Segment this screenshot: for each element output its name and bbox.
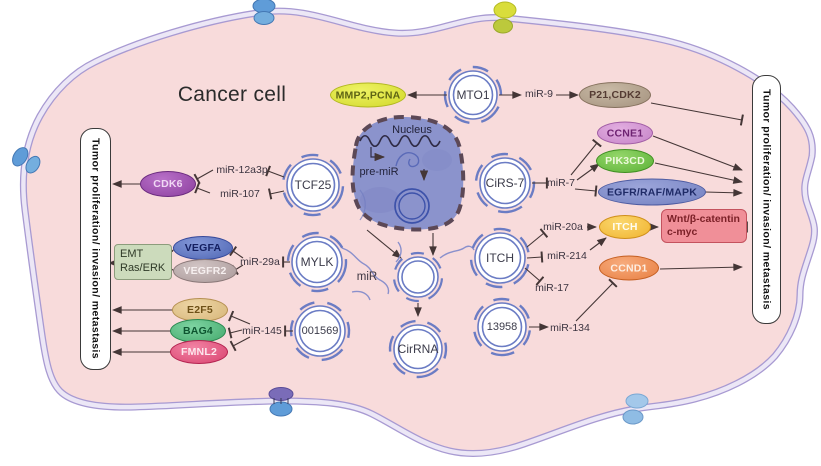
target-mmp2-pcna: MMP2,PCNA (330, 82, 406, 108)
nucleus-label: Nucleus (392, 124, 432, 136)
mir-7-label: miR-7 (547, 177, 575, 189)
mir-134-label: miR-134 (550, 322, 590, 334)
circle-mir-processing-icon (392, 251, 444, 303)
mir-29a-label: miR-29a (240, 256, 280, 268)
pre-mir-circle-icon (394, 188, 430, 224)
outcome-box-left: Tumor proliferation/ invasion/ metastasi… (80, 128, 111, 370)
target-ccnd1: CCND1 (599, 255, 659, 281)
membrane-protein-bottom-purple-icon (268, 387, 294, 417)
mir-17-label: miR-17 (535, 282, 569, 294)
circrna-001569-label: 001569 (301, 325, 339, 337)
circle-cirrna-icon (388, 319, 448, 379)
emt-line1: EMT (120, 248, 144, 260)
target-pik3cd: PIK3CD (596, 149, 654, 173)
mir-107-label: miR-107 (220, 188, 260, 200)
target-egfr-raf-mapk: EGFR/RAF/MAPK (598, 178, 706, 206)
membrane-protein-top-blue-icon (252, 0, 276, 25)
target-vegfa: VEGFA (173, 236, 233, 260)
target-fmnl2: FMNL2 (170, 340, 228, 364)
pathway-arrows (108, 91, 748, 356)
nucleus-shape (350, 114, 466, 232)
target-cdk6: CDK6 (140, 171, 196, 197)
membrane-protein-bottom-blue-icon (622, 393, 649, 425)
outcome-box-right: Tumor proliferation/ invasion/ metastasi… (752, 75, 781, 324)
wnt-cmyc-box: Wnt/β-catentin c-myc (661, 209, 747, 244)
circle-mylk-icon (286, 231, 348, 293)
circrna-tcf25-label: TCF25 (294, 178, 332, 192)
wnt-line1: Wnt/β-catentin (667, 213, 740, 225)
membrane-protein-top-yellow-icon (493, 1, 517, 34)
mir-12a3p-label: miR-12a3p (216, 164, 268, 176)
target-p21-cdk2: P21,CDK2 (579, 82, 651, 108)
cell-title: Cancer cell (177, 83, 287, 106)
wnt-line2: c-myc (667, 226, 698, 239)
target-itch: ITCH (599, 215, 651, 239)
dna-squiggle-icon (359, 134, 441, 148)
emt-line2: Ras/ERK (120, 261, 166, 274)
pre-mir-squiggle-icon (395, 152, 420, 168)
circrna-cirs7-label: CiRS-7 (485, 176, 525, 190)
nucleus-export-arrow-left (366, 229, 402, 259)
circrna-mylk-label: MYLK (300, 255, 334, 269)
mir-145-label: miR-145 (242, 325, 282, 337)
target-ccne1: CCNE1 (597, 121, 653, 145)
mir-20a-label: miR-20a (543, 221, 583, 233)
circrna-mto1-label: MTO1 (456, 88, 490, 102)
circle-13958-icon (472, 297, 532, 357)
pre-mir-label: pre-miR (359, 166, 399, 178)
mir-9-label: miR-9 (525, 88, 553, 100)
circrna-13958-label: 13958 (486, 321, 518, 333)
circle-itch-icon (469, 227, 531, 289)
target-vegfr2: VEGFR2 (173, 259, 237, 283)
circle-cirs7-icon (474, 152, 536, 214)
membrane-protein-left-blue-icon (12, 147, 41, 174)
cirrna-label: CirRNA (397, 342, 439, 356)
circle-mto1-icon (443, 65, 503, 125)
outcome-box-left-label: Tumor proliferation/ invasion/ metastasi… (89, 138, 102, 360)
circle-tcf25-icon (281, 153, 345, 217)
mir-214-label: miR-214 (547, 250, 587, 262)
emt-ras-erk-box: EMT Ras/ERK (114, 244, 172, 280)
target-bag4: BAG4 (170, 319, 226, 343)
circrna-itch-label: ITCH (486, 251, 514, 265)
mir-label: miR (356, 271, 378, 283)
outcome-box-right-label: Tumor proliferation/ invasion/ metastasi… (760, 88, 773, 310)
circle-001569-icon (289, 300, 351, 362)
